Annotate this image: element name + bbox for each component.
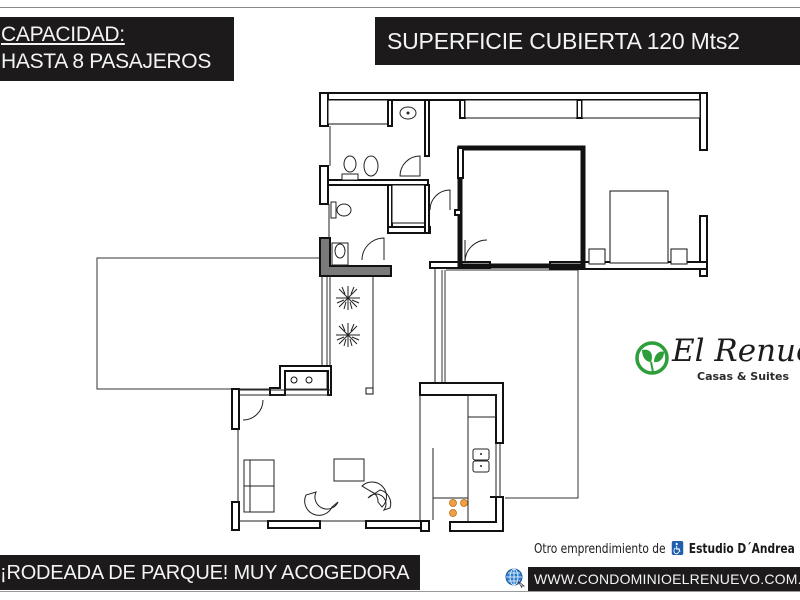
credit-line: Otro emprendimiento de Estudio D´Andrea [534, 541, 795, 557]
surface-text: SUPERFICIE CUBIERTA 120 Mts2 [387, 28, 740, 54]
deck-area [96, 257, 328, 390]
leaf-logo-icon [635, 341, 669, 375]
surface-badge: SUPERFICIE CUBIERTA 120 Mts2 [375, 17, 800, 65]
credit-prefix: Otro emprendimiento de [534, 542, 666, 557]
wheelchair-icon [671, 541, 683, 555]
top-divider [0, 7, 800, 8]
website-link[interactable]: WWW.CONDOMINIOELRENUEVO.COM.AR [534, 571, 800, 587]
slogan-text: ¡RODEADA DE PARQUE! MUY ACOGEDORA [0, 562, 410, 584]
credit-brand: Estudio D´Andrea [688, 542, 795, 557]
capacity-value: HASTA 8 PASAJEROS [1, 50, 212, 73]
slogan-badge: ¡RODEADA DE PARQUE! MUY ACOGEDORA [0, 555, 420, 590]
brand-name: El Renuevo [672, 333, 800, 369]
bottom-divider [0, 591, 800, 592]
capacity-title: CAPACIDAD: [1, 23, 125, 46]
globe-icon [505, 568, 525, 589]
capacity-badge: CAPACIDAD: HASTA 8 PASAJEROS [0, 17, 234, 81]
website-badge[interactable]: WWW.CONDOMINIOELRENUEVO.COM.AR [528, 567, 800, 591]
brand-tagline: Casas & Suites [697, 370, 790, 383]
